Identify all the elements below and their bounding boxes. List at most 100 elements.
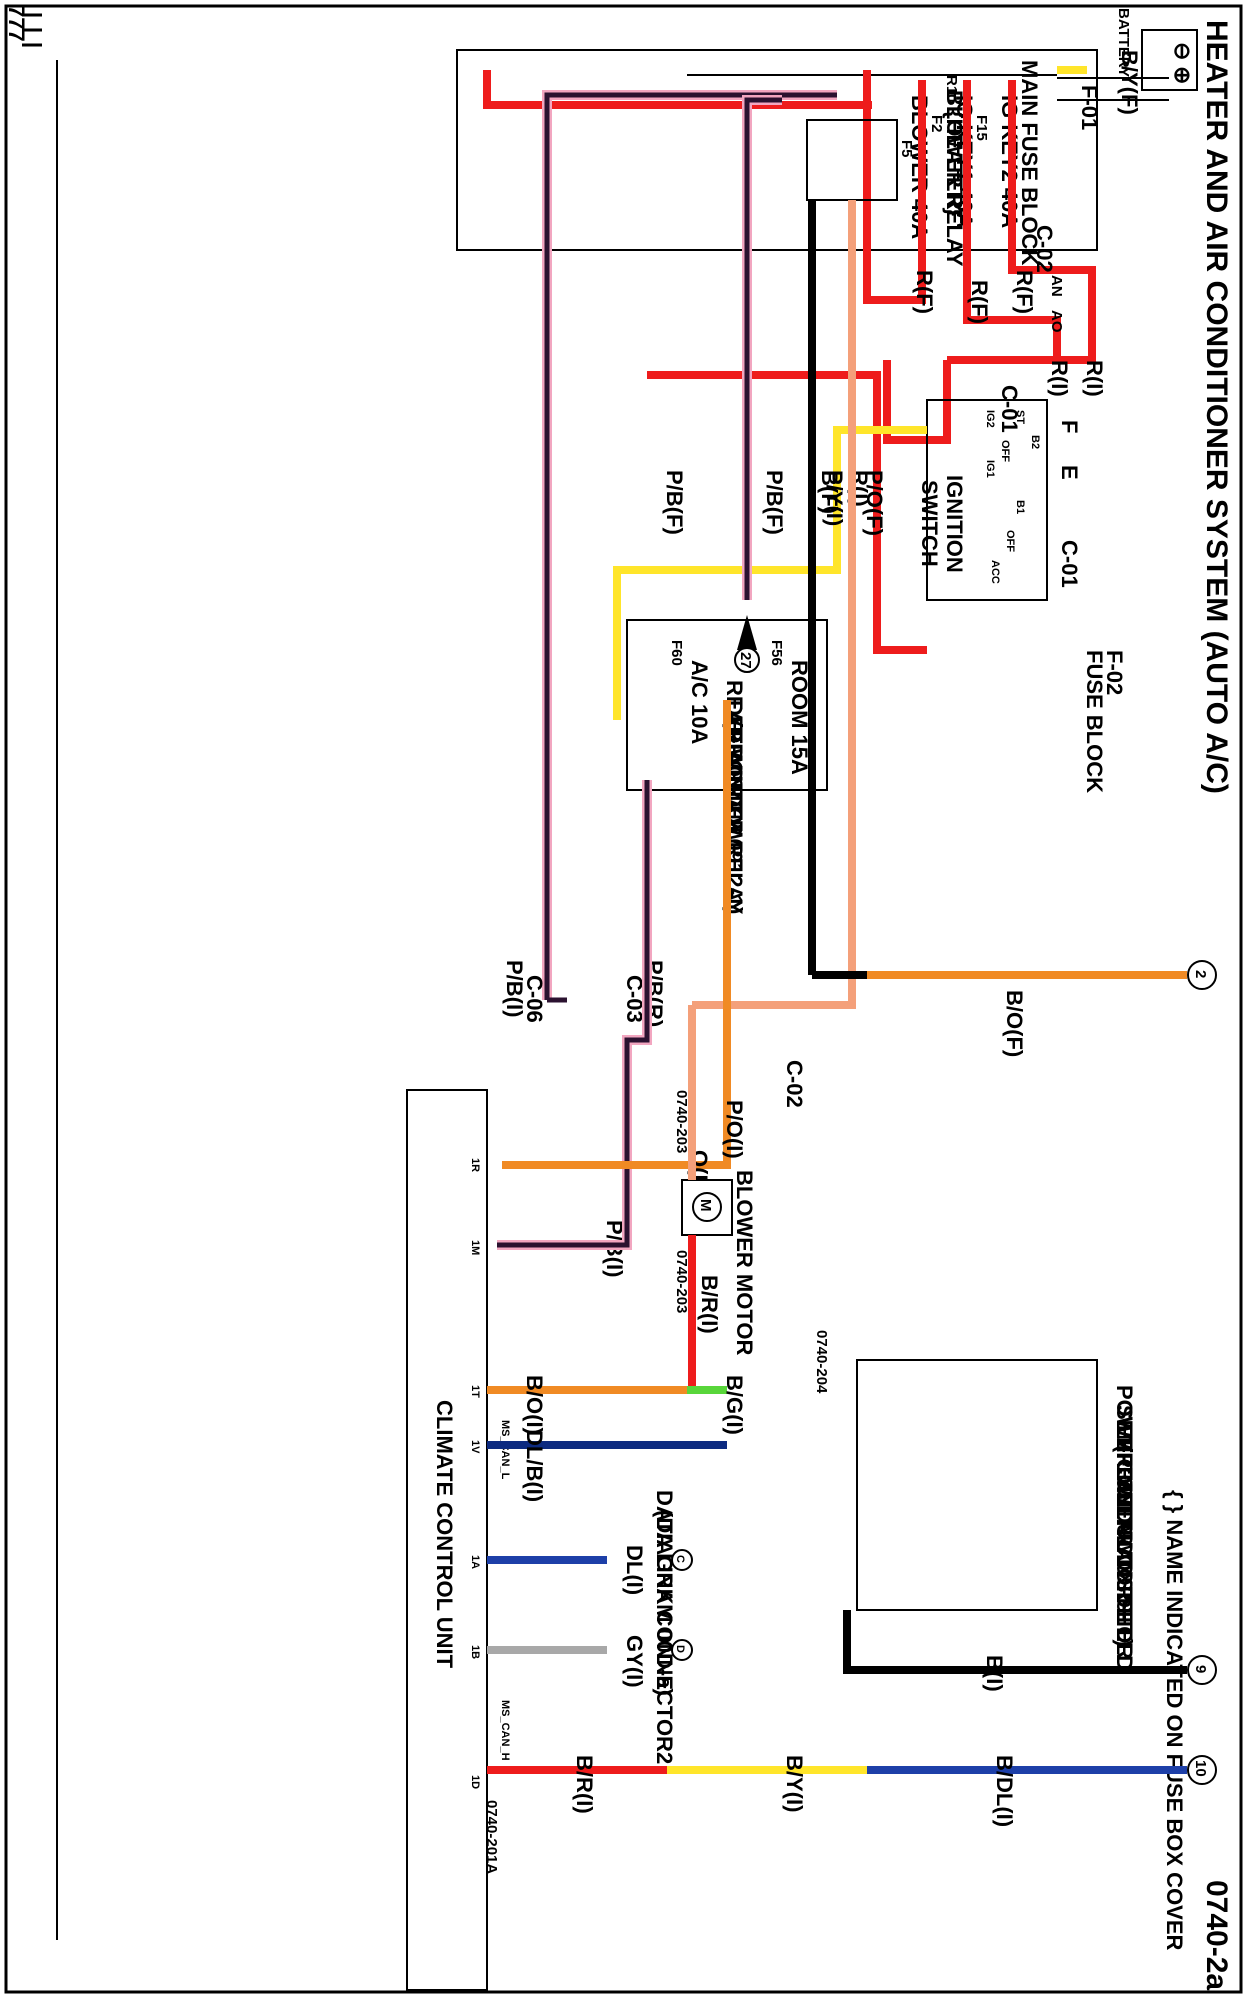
blower-relay (806, 119, 898, 201)
wire-o-i (502, 700, 731, 1169)
connector-an: AN (1048, 275, 1065, 297)
wire-label-b-i: B(I) (982, 1655, 1007, 1692)
diagram-id: 0740-2a (1200, 1880, 1233, 1990)
mosfet-ref: 0740-204 (813, 1330, 830, 1394)
main-fuse-block (456, 49, 1098, 251)
defroster-arrow (737, 615, 757, 650)
ignition-switch (926, 399, 1048, 601)
fuse-block2-name: FUSE BLOCK (1082, 650, 1107, 793)
fuse-ac: A/C 10A (687, 660, 712, 744)
ignition-off2: OFF (1004, 530, 1016, 552)
mosfet-l4: (POWER MOS FET) (1112, 1445, 1137, 1647)
ccu-can-l: MS_CAN_L (499, 1420, 511, 1480)
wire-label-by-i: B/Y(I) (782, 1755, 807, 1812)
battery-symbol (1141, 29, 1198, 91)
fuse-room: ROOM 15A (787, 660, 812, 775)
wire-label-r-f1: R(F) (1012, 270, 1037, 314)
mosfet-l1: POWER METAL OXIDE (1112, 1385, 1137, 1623)
wire-label-pb-f1: P/B(F) (762, 470, 787, 535)
wire-label-by-f: B/Y(F) (1117, 50, 1142, 115)
connector-c02a: C-02 (1032, 225, 1057, 273)
wire-label-po-i: P/O(I) (722, 1100, 747, 1159)
ignition-c01b: C-01 (1057, 540, 1082, 588)
wire-ig-key2 (947, 80, 1096, 364)
wire-label-pb-i1: P/B(I) (502, 960, 527, 1017)
climate-control-unit (406, 1089, 488, 1991)
wire-label-dlb-i: DL/B(I) (522, 1430, 547, 1502)
ignition-label-1: IGNITION (942, 475, 967, 573)
wire-label-r-f2: R(F) (967, 280, 992, 324)
wire-blower-feed (863, 70, 926, 304)
svg-text:⊖: ⊖ (1170, 42, 1195, 60)
svg-text:⊕: ⊕ (1170, 66, 1195, 84)
ccu-pin-1a: 1A (469, 1555, 481, 1569)
wire-py-i (613, 426, 927, 720)
dlc-label-1: DATA LINK CONNECTOR2 (652, 1490, 677, 1764)
fuse-f56: F56 (768, 640, 785, 666)
ground-10-label: 10 (1192, 1760, 1209, 1777)
wire-b-i (843, 1610, 1187, 1674)
dlc-pin-d: D (674, 1645, 686, 1653)
main-fuse-block-label: MAIN FUSE BLOCK (1017, 60, 1042, 265)
connector-ao: AO (1048, 310, 1065, 333)
diagram-title: HEATER AND AIR CONDITIONER SYSTEM (AUTO … (1200, 20, 1233, 794)
wire-label-pb-f2: P/B(F) (662, 470, 687, 535)
dlc-pin-c: C (674, 1555, 686, 1563)
ccu-ref: 0740-201A (483, 1800, 500, 1874)
fuse-box-note: { } NAME INDICATED ON FUSE BOX COVER (1162, 1490, 1187, 1951)
connector-c06: C-06 (522, 975, 547, 1023)
ignition-b2: B2 (1029, 435, 1041, 449)
ccu-pin-1v: 1V (469, 1440, 481, 1454)
wire-label-r-i2: R(I) (1047, 360, 1072, 397)
ccu-can-h: MS_CAN_H (499, 1700, 511, 1761)
ground-9 (1187, 1655, 1217, 1685)
wire-label-po-f: P/O(F) (862, 470, 887, 536)
blower-motor-m: M (697, 1199, 714, 1212)
ignition-off1: OFF (999, 440, 1011, 462)
defroster-num: 27 (737, 652, 754, 669)
wire-label-bg-i: B/G(I) (722, 1375, 747, 1435)
wire-label-b-f: B(F) (817, 470, 842, 514)
wire-po-f (692, 200, 856, 1009)
ignition-ig1: IG1 (984, 460, 996, 478)
ignition-b1: B1 (1014, 500, 1026, 514)
relay-alt: {HEATER} (942, 110, 967, 216)
wire-ig-key1 (963, 80, 1061, 360)
fuse-f2-tag: F2 (928, 115, 945, 133)
fuse-block2-code: F-02 (1102, 650, 1127, 695)
ignition-e: E (1057, 465, 1082, 480)
battery-label: BATTERY (1115, 8, 1132, 77)
ground-10 (1187, 1755, 1217, 1785)
wire-label-bo-i: B/O(I) (522, 1375, 547, 1435)
ignition-f: F (1057, 420, 1082, 433)
ignition-label-2: SWITCH (917, 480, 942, 567)
fuse-f15-tag: F15 (973, 115, 990, 141)
dlc-label-2: (DIAGRAM 00D-a) (652, 1510, 677, 1696)
wire-label-br-i: B/R(I) (697, 1275, 722, 1334)
ground-9-label: 9 (1192, 1665, 1209, 1673)
ground-2 (1187, 960, 1217, 990)
wire-pb-outer (542, 90, 837, 1000)
wire-label-gy-i: GY(I) (622, 1635, 647, 1688)
connector-c02b: C-02 (782, 1060, 807, 1108)
wire-label-dl-i: DL(I) (622, 1545, 647, 1595)
blower-motor-ref1: 0740-203 (673, 1090, 690, 1153)
ccu-label: CLIMATE CONTROL UNIT (432, 1400, 457, 1669)
relay-code: R10 (943, 75, 960, 103)
wire-label-r-i1: R(I) (1082, 360, 1107, 397)
ccu-pin-1m: 1M (469, 1240, 481, 1255)
wire-label-bo-f: B/O(F) (1002, 990, 1027, 1057)
wire-label-r-f3: R(F) (912, 270, 937, 314)
wire-label-bdl-i: B/DL(I) (992, 1755, 1017, 1827)
ccu-pin-1t: 1T (469, 1385, 481, 1398)
ccu-pins: 1R 1M 1T 1V 1A 1B 1D (469, 1158, 481, 1789)
fuse-f60: F60 (668, 640, 685, 666)
border-frame (4, 4, 1243, 1994)
ccu-pin-1d: 1D (469, 1775, 481, 1789)
ground-2-label: 2 (1192, 970, 1209, 978)
power-mosfet (856, 1359, 1098, 1611)
wire-room-feed (647, 371, 927, 654)
blower-motor-ref2: 0740-203 (673, 1250, 690, 1313)
